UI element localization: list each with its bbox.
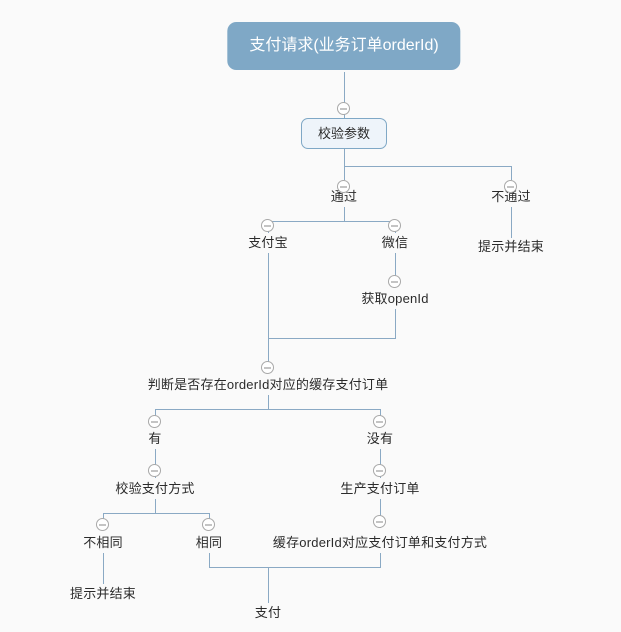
connector-openid-down <box>395 309 396 339</box>
connector-same-down <box>209 553 210 568</box>
connector-to-fail <box>511 166 512 180</box>
connector-to-not-same <box>103 513 104 521</box>
node-wechat[interactable]: 微信 <box>381 235 409 250</box>
connector-merge-to-check-cache <box>268 338 269 369</box>
node-fail[interactable]: 不通过 <box>491 189 531 204</box>
connector-validate-params-down <box>344 148 345 166</box>
connector-wechat-to-openid <box>395 253 396 282</box>
node-same[interactable]: 相同 <box>195 535 223 550</box>
node-check-cached-order[interactable]: 判断是否存在orderId对应的缓存支付订单 <box>147 377 389 392</box>
collapse-minus-icon[interactable] <box>148 415 161 428</box>
connector-validate-method-split <box>103 513 210 514</box>
collapse-minus-icon[interactable] <box>388 219 401 232</box>
node-validate-pay-method[interactable]: 校验支付方式 <box>115 481 195 496</box>
node-get-openid[interactable]: 获取openId <box>361 291 429 306</box>
node-alipay[interactable]: 支付宝 <box>248 235 288 250</box>
connector-create-order-to-cache <box>380 499 381 528</box>
collapse-minus-icon[interactable] <box>373 464 386 477</box>
node-cache-order[interactable]: 缓存orderId对应支付订单和支付方式 <box>272 535 488 550</box>
connector-check-cache-split <box>155 409 381 410</box>
collapse-minus-icon[interactable] <box>261 219 274 232</box>
collapse-minus-icon[interactable] <box>148 464 161 477</box>
connector-to-pass <box>344 166 345 180</box>
node-not-same-end[interactable]: 提示并结束 <box>69 586 137 601</box>
collapse-minus-icon[interactable] <box>202 518 215 531</box>
collapse-minus-icon[interactable] <box>261 361 274 374</box>
collapse-minus-icon[interactable] <box>337 180 350 193</box>
connector-merge-payment-channels <box>268 338 396 339</box>
collapse-minus-icon[interactable] <box>504 180 517 193</box>
connector-to-has <box>155 409 156 418</box>
connector-validate-params-split <box>344 166 512 167</box>
collapse-minus-icon[interactable] <box>373 415 386 428</box>
connector-check-cache-down <box>268 395 269 409</box>
node-pay[interactable]: 支付 <box>254 605 282 620</box>
connector-alipay-down <box>268 253 269 339</box>
connector-pay-drop <box>268 567 269 603</box>
node-fail-end[interactable]: 提示并结束 <box>477 239 545 254</box>
connector-cache-order-down <box>380 553 381 568</box>
connector-validate-method-down <box>155 499 156 513</box>
node-pass[interactable]: 通过 <box>330 189 358 204</box>
node-not-same[interactable]: 不相同 <box>83 535 123 550</box>
collapse-minus-icon[interactable] <box>388 275 401 288</box>
collapse-minus-icon[interactable] <box>96 518 109 531</box>
connector-to-has-not <box>380 409 381 418</box>
connector-pass-down <box>344 207 345 221</box>
collapse-minus-icon[interactable] <box>337 102 350 115</box>
node-validate-params[interactable]: 校验参数 <box>300 118 388 149</box>
collapse-minus-icon[interactable] <box>373 515 386 528</box>
connector-pass-split <box>268 221 396 222</box>
connector-merge-to-pay <box>209 567 381 568</box>
node-has-cached-order[interactable]: 有 <box>148 431 162 446</box>
connector-not-same-to-end <box>103 553 104 584</box>
node-create-pay-order[interactable]: 生产支付订单 <box>340 481 420 496</box>
connector-root-to-validate-params <box>344 72 345 118</box>
node-no-cached-order[interactable]: 没有 <box>366 431 394 446</box>
node-payment-request-root[interactable]: 支付请求(业务订单orderId) <box>227 22 461 70</box>
connector-fail-to-end <box>511 207 512 238</box>
connector-to-same <box>209 513 210 521</box>
